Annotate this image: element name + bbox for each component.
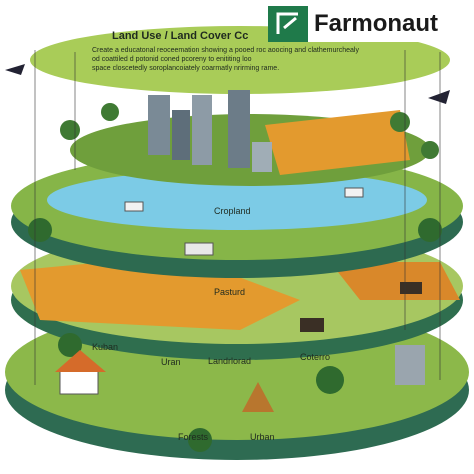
farmhouse-icon bbox=[59, 369, 99, 395]
car-icon bbox=[344, 187, 364, 198]
building bbox=[395, 345, 425, 385]
tree bbox=[421, 141, 439, 159]
label-kuban: Kuban bbox=[92, 342, 119, 352]
brand-name: Farmonaut bbox=[314, 10, 439, 37]
farmonaut-leaf-icon bbox=[268, 6, 308, 42]
tree bbox=[58, 333, 82, 357]
label-coterro: Coterro bbox=[300, 352, 331, 362]
label-urban: Urban bbox=[250, 432, 275, 442]
tree bbox=[60, 120, 80, 140]
building bbox=[172, 110, 190, 160]
tree bbox=[316, 366, 344, 394]
diagram-intro: Create a educatonal reoceemation showing… bbox=[92, 46, 382, 73]
title-disk bbox=[30, 26, 450, 94]
building bbox=[252, 142, 272, 172]
label-uran: Uran bbox=[161, 357, 181, 367]
label-cropland: Cropland bbox=[214, 206, 251, 216]
bus-icon bbox=[184, 242, 214, 256]
leaf-glyph bbox=[276, 12, 298, 34]
airplane-icon bbox=[428, 90, 450, 104]
tent-icon bbox=[242, 382, 274, 412]
car-icon bbox=[124, 201, 144, 212]
label-forests: Forests bbox=[178, 432, 209, 442]
label-pasture: Pasturd bbox=[214, 287, 246, 297]
tree bbox=[390, 112, 410, 132]
building bbox=[192, 95, 212, 165]
diagram-title: Land Use / Land Cover Cc bbox=[112, 30, 249, 42]
pasture-field-right bbox=[330, 262, 460, 300]
intro-line: Create a educatonal reoceemation showing… bbox=[92, 47, 359, 54]
farmhouse-roof bbox=[55, 350, 106, 372]
airplane-icon bbox=[5, 64, 25, 75]
tree bbox=[418, 218, 442, 242]
building bbox=[148, 95, 170, 155]
city-crop-field bbox=[265, 110, 410, 175]
tree bbox=[101, 103, 119, 121]
building bbox=[228, 90, 250, 168]
tree bbox=[28, 218, 52, 242]
intro-line: od coattiled d potonid coned pcoreny to … bbox=[92, 56, 252, 63]
intro-line: space closcetedly soroplancoiately coarm… bbox=[92, 65, 280, 72]
cow-icon bbox=[400, 282, 422, 294]
river bbox=[47, 170, 427, 230]
cow-icon bbox=[300, 318, 324, 332]
tree bbox=[188, 428, 212, 452]
brand-logo: Farmonaut bbox=[268, 6, 470, 42]
label-landrlorad: Landrlorad bbox=[208, 356, 252, 366]
